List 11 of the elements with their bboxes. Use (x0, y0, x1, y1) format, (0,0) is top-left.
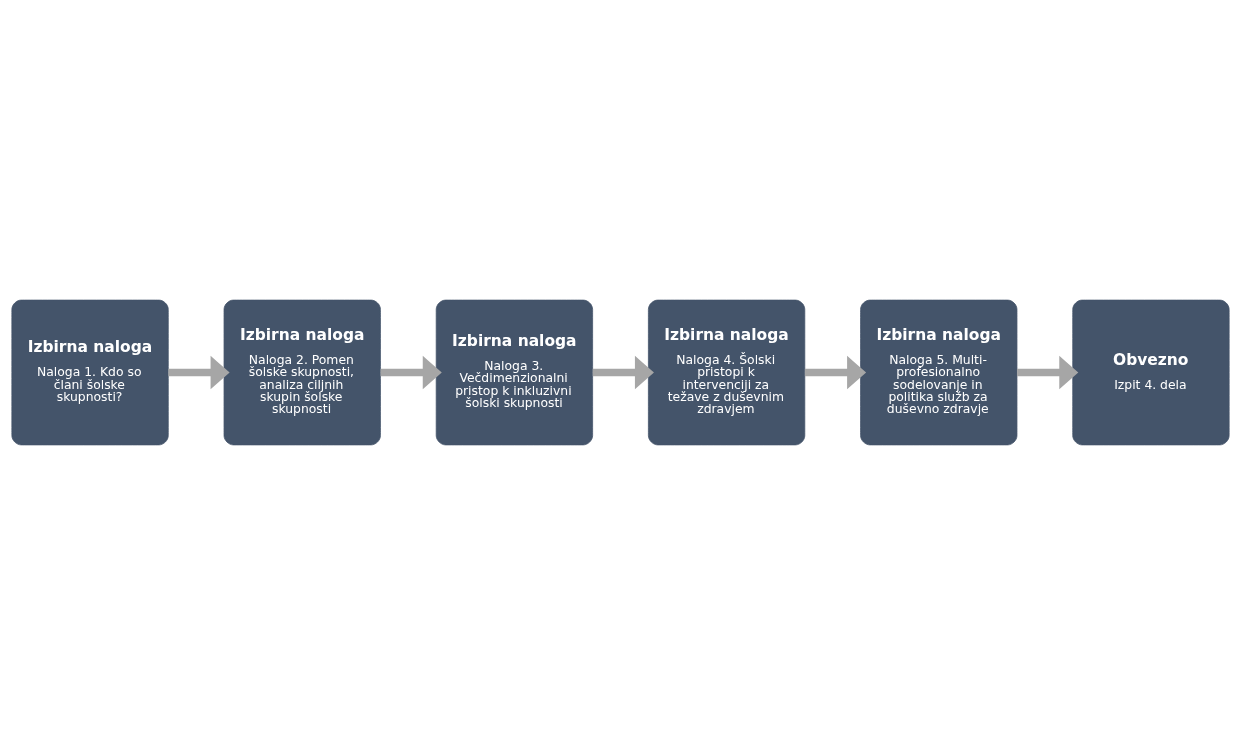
node-box: Izbirna naloga Naloga 2. Pomen šolske skupnosti, analiza ciljnih skupin šolske skupnosti (223, 299, 381, 445)
arrow (168, 355, 230, 389)
node-box: Izbirna naloga Naloga 4. Šolski pristopi k intervenciji za težave z duševnim zdravjem (648, 299, 806, 445)
node-box: Obvezno Izpit 4. dela (1072, 299, 1230, 445)
node-box: Izbirna naloga Naloga 3. Večdimenzionalni pristop k inkluzivni šolski skupnosti (435, 299, 593, 445)
arrow (592, 355, 654, 389)
node-box: Izbirna naloga Naloga 1. Kdo so člani šolske skupnosti? (11, 299, 169, 445)
arrow (1017, 355, 1079, 389)
arrow (380, 355, 442, 389)
node-box: Izbirna naloga Naloga 5. Multi-profesionalno sodelovanje in politika služb za duševno zdravje (860, 299, 1018, 445)
arrow (804, 355, 867, 389)
